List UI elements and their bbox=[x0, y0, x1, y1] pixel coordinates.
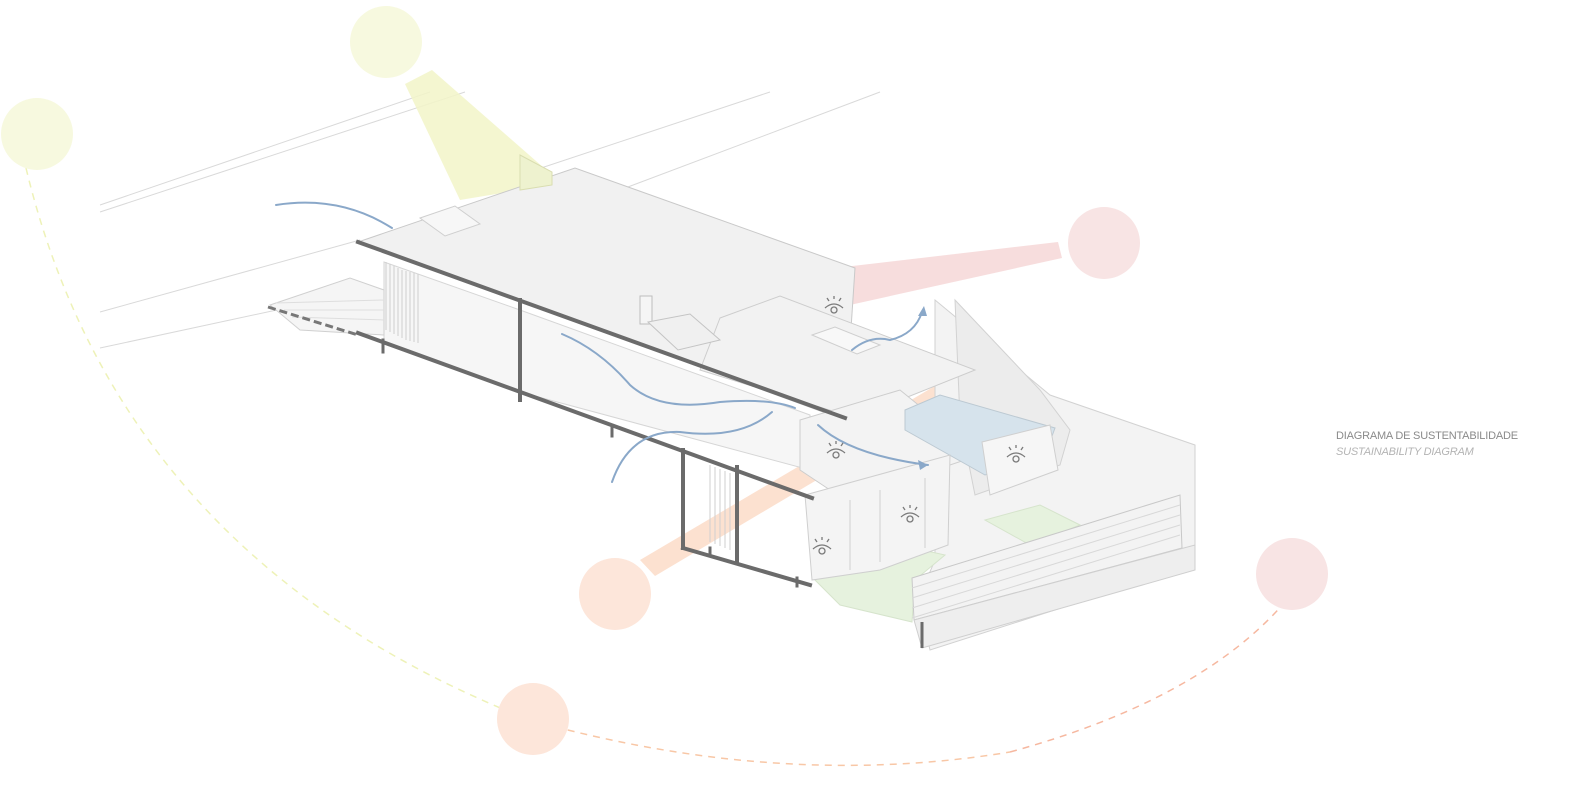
airflow-arrow-low bbox=[611, 411, 773, 483]
view-marker-right bbox=[1068, 207, 1140, 279]
bedroom-block bbox=[804, 454, 951, 581]
sun-beam-yellow bbox=[405, 70, 552, 200]
roof-hatch bbox=[646, 313, 722, 351]
pool-room bbox=[981, 424, 1059, 496]
chimney bbox=[639, 295, 653, 325]
structure-frame bbox=[355, 239, 848, 588]
airflow-arrow-roof bbox=[275, 201, 393, 229]
airflow-arrow-terrace bbox=[817, 424, 929, 466]
sun-marker-left bbox=[1, 98, 73, 170]
diagram-title: DIAGRAMA DE SUSTENTABILIDADE bbox=[1336, 430, 1518, 442]
terrace-upper bbox=[699, 295, 977, 419]
eye-icon bbox=[900, 505, 920, 523]
view-marker-far-right bbox=[1256, 538, 1328, 610]
arrow-icon bbox=[918, 306, 927, 316]
eye-icon bbox=[812, 537, 832, 555]
garden-right bbox=[983, 504, 1082, 546]
building bbox=[267, 154, 1196, 651]
airflow-arrow-living bbox=[561, 333, 796, 409]
eye-icon bbox=[826, 441, 846, 459]
sun-marker-center bbox=[579, 558, 651, 630]
diagram-subtitle: SUSTAINABILITY DIAGRAM bbox=[1336, 446, 1474, 458]
deck bbox=[267, 277, 385, 337]
view-markers bbox=[812, 296, 1026, 555]
arrow-icon bbox=[918, 460, 928, 470]
stair-vent bbox=[810, 326, 882, 355]
sun-marker-top bbox=[350, 6, 422, 78]
roof-panel bbox=[519, 154, 553, 191]
eye-icon bbox=[1006, 445, 1026, 463]
site-lines bbox=[99, 91, 881, 349]
louver-panel bbox=[385, 262, 731, 550]
airflow-arrows bbox=[275, 201, 929, 483]
marker-circles bbox=[1, 6, 1328, 755]
airflow-arrow-up bbox=[851, 311, 923, 351]
diagram-caption: DIAGRAMA DE SUSTENTABILIDADE SUSTAINABIL… bbox=[1336, 428, 1518, 460]
screen-fence bbox=[911, 494, 1196, 649]
sun-marker-bottom bbox=[497, 683, 569, 755]
roof-skylight bbox=[418, 205, 482, 237]
sun-path bbox=[25, 167, 1286, 767]
eye-icon bbox=[824, 296, 844, 314]
